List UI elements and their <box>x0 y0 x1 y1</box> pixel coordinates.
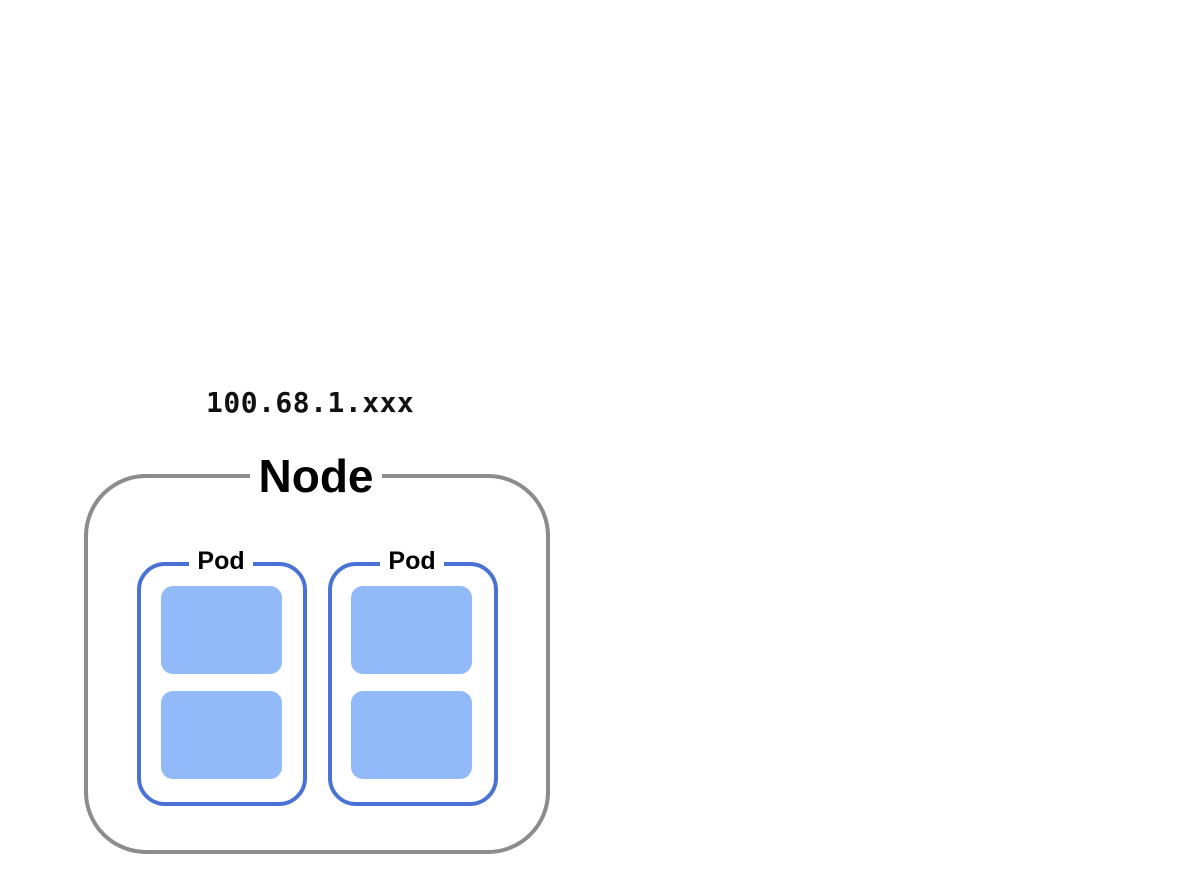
pod-label-2: Pod <box>380 546 444 576</box>
pod-2-container-2 <box>351 691 472 779</box>
pod-1-container-2 <box>161 691 282 779</box>
node-ip-address: 100.68.1.xxx <box>206 386 415 419</box>
pod-label-1: Pod <box>189 546 253 576</box>
node-label: Node <box>250 448 382 504</box>
pod-2-container-1 <box>351 586 472 674</box>
pod-1-container-1 <box>161 586 282 674</box>
